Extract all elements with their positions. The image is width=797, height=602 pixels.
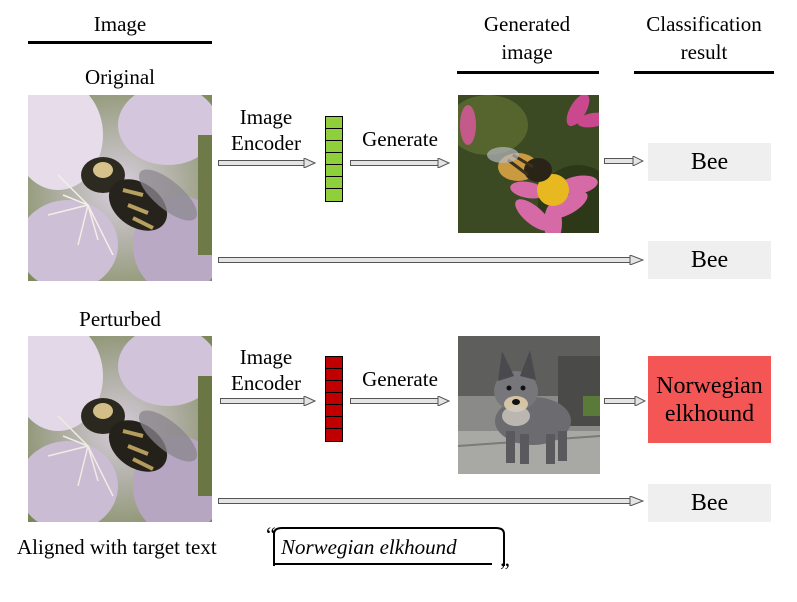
perturbed-result-line2: elkhound xyxy=(664,400,755,427)
original-encoder-label-line2: Encoder xyxy=(231,131,301,155)
header-classification-line1: Classification xyxy=(646,12,762,36)
perturbed-feature-encoder xyxy=(325,356,343,442)
perturbed-result-line1: Norwegian xyxy=(656,372,763,399)
header-generated-rule xyxy=(457,71,599,74)
header-image: Image xyxy=(93,12,147,36)
perturbed-encoder-label-line1: Image xyxy=(239,345,293,369)
original-direct-result: Bee xyxy=(648,241,771,279)
feature-cell xyxy=(326,381,342,393)
perturbed-encoder-label-line2: Encoder xyxy=(231,371,301,395)
original-encoder-label: Image Encoder xyxy=(218,104,314,156)
original-classify-arrow xyxy=(604,156,644,166)
original-feature-encoder xyxy=(325,116,343,202)
feature-cell xyxy=(326,405,342,417)
generated-dog-photo xyxy=(458,336,600,474)
perturbed-direct-arrow xyxy=(218,496,644,506)
perturbed-encoder-label: Image Encoder xyxy=(218,344,314,396)
footer-caption: Aligned with target text xyxy=(17,533,217,561)
perturbed-bee-photo xyxy=(28,336,212,522)
header-image-rule xyxy=(28,41,212,44)
header-classification-line2: result xyxy=(680,40,728,64)
feature-cell xyxy=(326,129,342,141)
feature-cell xyxy=(326,141,342,153)
target-text-bracket xyxy=(273,527,505,566)
footer-open-quote: “ xyxy=(266,522,276,547)
header-generated-line2: image xyxy=(501,40,553,64)
original-generate-label: Generate xyxy=(362,127,438,151)
footer-target-text: Norwegian elkhound xyxy=(281,535,457,559)
generated-bee-photo xyxy=(458,95,599,233)
feature-cell xyxy=(326,357,342,369)
original-generated-result: Bee xyxy=(648,143,771,181)
original-encoder-arrow xyxy=(218,158,316,168)
feature-cell xyxy=(326,417,342,429)
original-encoder-label-line1: Image xyxy=(239,105,293,129)
header-classification-result: Classification result xyxy=(628,10,780,66)
perturbed-generated-result: Norwegian elkhound xyxy=(648,356,771,443)
perturbed-encoder-arrow xyxy=(220,396,316,406)
feature-cell xyxy=(326,393,342,405)
feature-cell xyxy=(326,117,342,129)
original-generate-arrow xyxy=(350,158,450,168)
feature-cell xyxy=(326,165,342,177)
perturbed-classify-arrow xyxy=(604,396,646,406)
original-direct-arrow xyxy=(218,255,644,265)
feature-cell xyxy=(326,429,342,441)
feature-cell xyxy=(326,369,342,381)
perturbed-direct-result: Bee xyxy=(648,484,771,522)
header-generated-image: Generated image xyxy=(455,10,599,66)
footer-prefix: Aligned with target text xyxy=(17,535,217,559)
perturbed-generate-label: Generate xyxy=(362,367,438,391)
original-bee-photo xyxy=(28,95,212,281)
original-label: Original xyxy=(85,65,155,89)
feature-cell xyxy=(326,189,342,201)
feature-cell xyxy=(326,153,342,165)
perturbed-label: Perturbed xyxy=(79,307,161,331)
perturbed-generate-arrow xyxy=(350,396,450,406)
header-classification-rule xyxy=(634,71,774,74)
header-generated-line1: Generated xyxy=(483,12,571,36)
footer-close-quote: ” xyxy=(500,558,510,583)
feature-cell xyxy=(326,177,342,189)
